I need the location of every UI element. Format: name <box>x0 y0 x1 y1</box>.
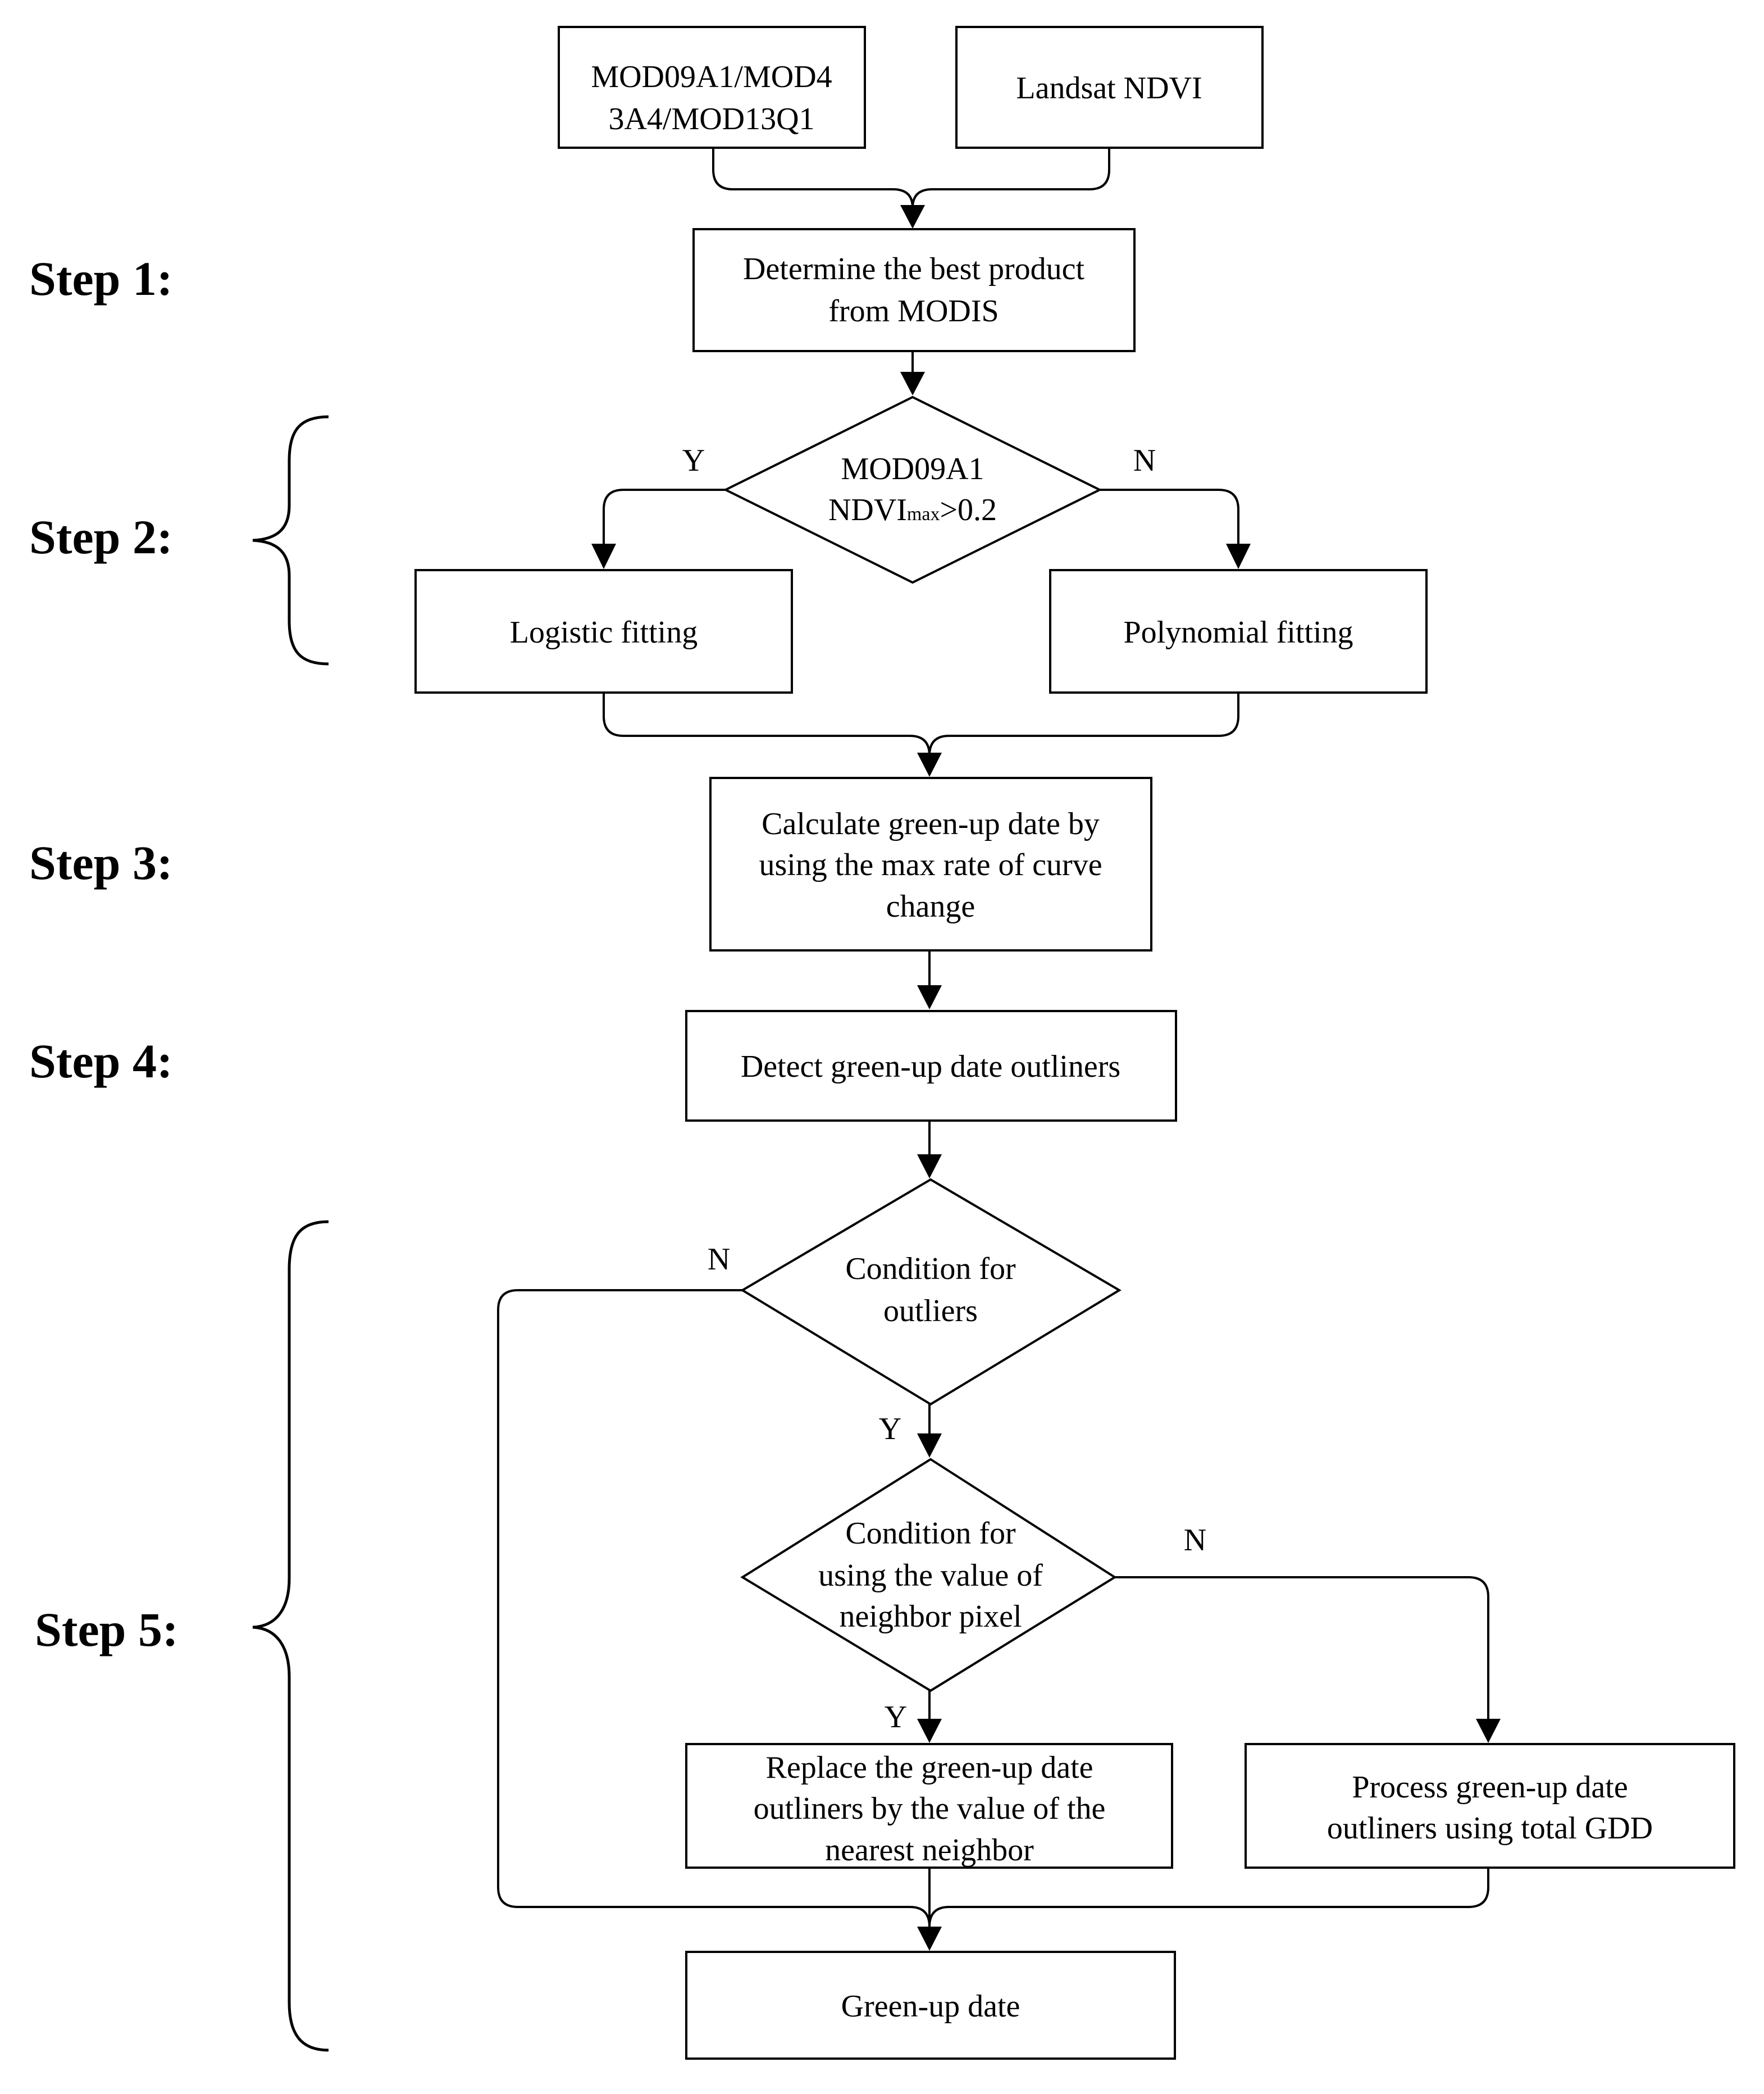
ndvi-threshold: >0.2 <box>940 493 997 527</box>
modis-products-line2: 3A4/MOD13Q1 <box>608 102 814 136</box>
process-gdd-line1: Process green-up date <box>1352 1770 1628 1805</box>
replace-line2: outliners by the value of the <box>754 1791 1106 1826</box>
arrowhead-process-gdd <box>1476 1719 1501 1743</box>
step-2-brace <box>252 415 329 666</box>
node-modis-products: MOD09A1/MOD4 3A4/MOD13Q1 <box>558 26 866 149</box>
step-1-label: Step 1: <box>29 252 173 306</box>
logistic-line1: Logistic fitting <box>510 615 698 650</box>
edge-outlier-no-to-greenup <box>497 1289 931 1927</box>
arrowhead-polynomial <box>1226 544 1251 569</box>
replace-line3: nearest neighbor <box>825 1833 1034 1868</box>
calculate-line3: change <box>886 889 976 924</box>
arrowhead-green-up <box>917 1927 942 1951</box>
neighbor-condition-line2: using the value of <box>818 1558 1043 1593</box>
ndvi-decision-line1: MOD09A1 <box>841 452 984 486</box>
ndvi-subscript: max <box>907 504 940 525</box>
label-outlier-no: N <box>708 1242 730 1277</box>
node-replace-outliners: Replace the green-up date outliners by t… <box>685 1743 1173 1869</box>
arrowhead-replace <box>917 1719 942 1743</box>
edge-modis-to-determine <box>712 147 914 208</box>
outlier-condition-line2: outliers <box>883 1294 978 1328</box>
replace-line1: Replace the green-up date <box>765 1750 1093 1785</box>
step-5-brace <box>252 1220 329 2052</box>
arrowhead-logistic <box>591 544 616 569</box>
node-calculate-green-up: Calculate green-up date by using the max… <box>709 777 1152 952</box>
arrowhead-neighbor-condition <box>917 1433 942 1458</box>
node-detect-outliners: Detect green-up date outliners <box>685 1010 1177 1122</box>
edge-landsat-to-determine <box>911 147 1110 208</box>
node-green-up-date: Green-up date <box>685 1951 1176 2060</box>
node-outlier-condition: Condition for outliers <box>740 1178 1122 1406</box>
edge-neighbor-no-to-gdd <box>1115 1576 1489 1720</box>
outlier-condition-line1: Condition for <box>845 1251 1016 1286</box>
arrowhead-detect <box>917 985 942 1009</box>
step-4-label: Step 4: <box>29 1034 173 1088</box>
edge-decision-to-logistic <box>603 489 726 545</box>
ndvi-decision-line2: NDVImax>0.2 <box>828 493 997 527</box>
neighbor-condition-line1: Condition for <box>845 1516 1016 1551</box>
node-polynomial-fitting: Polynomial fitting <box>1049 569 1428 694</box>
arrowhead-outlier-condition <box>917 1154 942 1178</box>
arrowhead-calculate <box>917 753 942 777</box>
edge-gdd-to-greenup <box>928 1868 1489 1927</box>
step-3-label: Step 3: <box>29 836 173 890</box>
node-landsat-ndvi: Landsat NDVI <box>955 26 1264 149</box>
node-determine-best-product: Determine the best product from MODIS <box>692 228 1136 352</box>
polynomial-line1: Polynomial fitting <box>1123 615 1353 650</box>
edge-polynomial-to-calculate <box>928 693 1239 756</box>
edge-logistic-to-calculate <box>603 693 931 756</box>
step-2-label: Step 2: <box>29 510 173 564</box>
label-ndvi-no: N <box>1133 443 1156 478</box>
detect-line1: Detect green-up date outliners <box>741 1049 1120 1084</box>
node-neighbor-condition: Condition for using the value of neighbo… <box>740 1458 1117 1692</box>
calculate-line1: Calculate green-up date by <box>762 807 1100 841</box>
label-neighbor-no: N <box>1184 1523 1206 1558</box>
process-gdd-line2: outliners using total GDD <box>1327 1811 1653 1846</box>
label-neighbor-yes: Y <box>885 1700 907 1735</box>
label-outlier-yes: Y <box>879 1412 901 1446</box>
modis-products-line1: MOD09A1/MOD4 <box>591 60 832 94</box>
node-logistic-fitting: Logistic fitting <box>414 569 793 694</box>
green-up-line1: Green-up date <box>841 1989 1020 2024</box>
node-process-gdd: Process green-up date outliners using to… <box>1245 1743 1735 1869</box>
edge-decision-to-polynomial <box>1100 489 1239 545</box>
landsat-ndvi-line1: Landsat NDVI <box>1016 71 1202 106</box>
ndvi-text: NDVI <box>828 493 907 527</box>
label-ndvi-yes: Y <box>682 443 705 478</box>
arrowhead-decision <box>900 372 925 395</box>
node-ndvi-decision: MOD09A1 NDVImax>0.2 <box>723 395 1102 584</box>
neighbor-condition-line3: neighbor pixel <box>839 1599 1022 1634</box>
arrowhead-determine <box>900 205 925 229</box>
calculate-line2: using the max rate of curve <box>759 848 1102 882</box>
step-5-label: Step 5: <box>35 1603 179 1656</box>
determine-line2: from MODIS <box>828 294 999 329</box>
determine-line1: Determine the best product <box>743 252 1084 286</box>
